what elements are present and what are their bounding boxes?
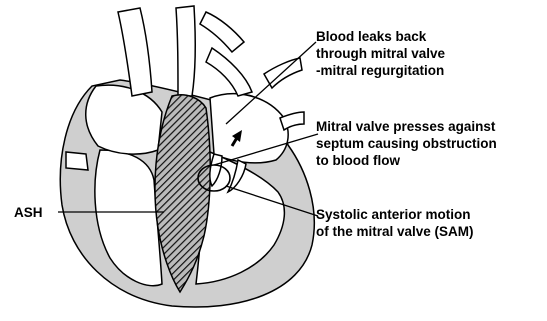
label-ash: ASH	[14, 205, 43, 220]
label-regurgitation-2: through mitral valve	[316, 46, 446, 61]
label-obstruction-1: Mitral valve presses against	[316, 119, 496, 134]
label-regurgitation-3: -mitral regurgitation	[316, 63, 444, 78]
inferior-vena-cava	[66, 152, 88, 170]
label-sam-2: of the mitral valve (SAM)	[316, 224, 474, 239]
pulmonary-vein-lower	[280, 112, 304, 130]
label-regurgitation-1: Blood leaks back	[316, 29, 427, 44]
label-sam-1: Systolic anterior motion	[316, 207, 471, 222]
pulmonary-artery	[200, 12, 252, 96]
left-atrium	[210, 94, 288, 163]
aorta	[176, 6, 195, 96]
label-obstruction-3: to blood flow	[316, 153, 400, 168]
label-obstruction-2: septum causing obstruction	[316, 136, 497, 151]
